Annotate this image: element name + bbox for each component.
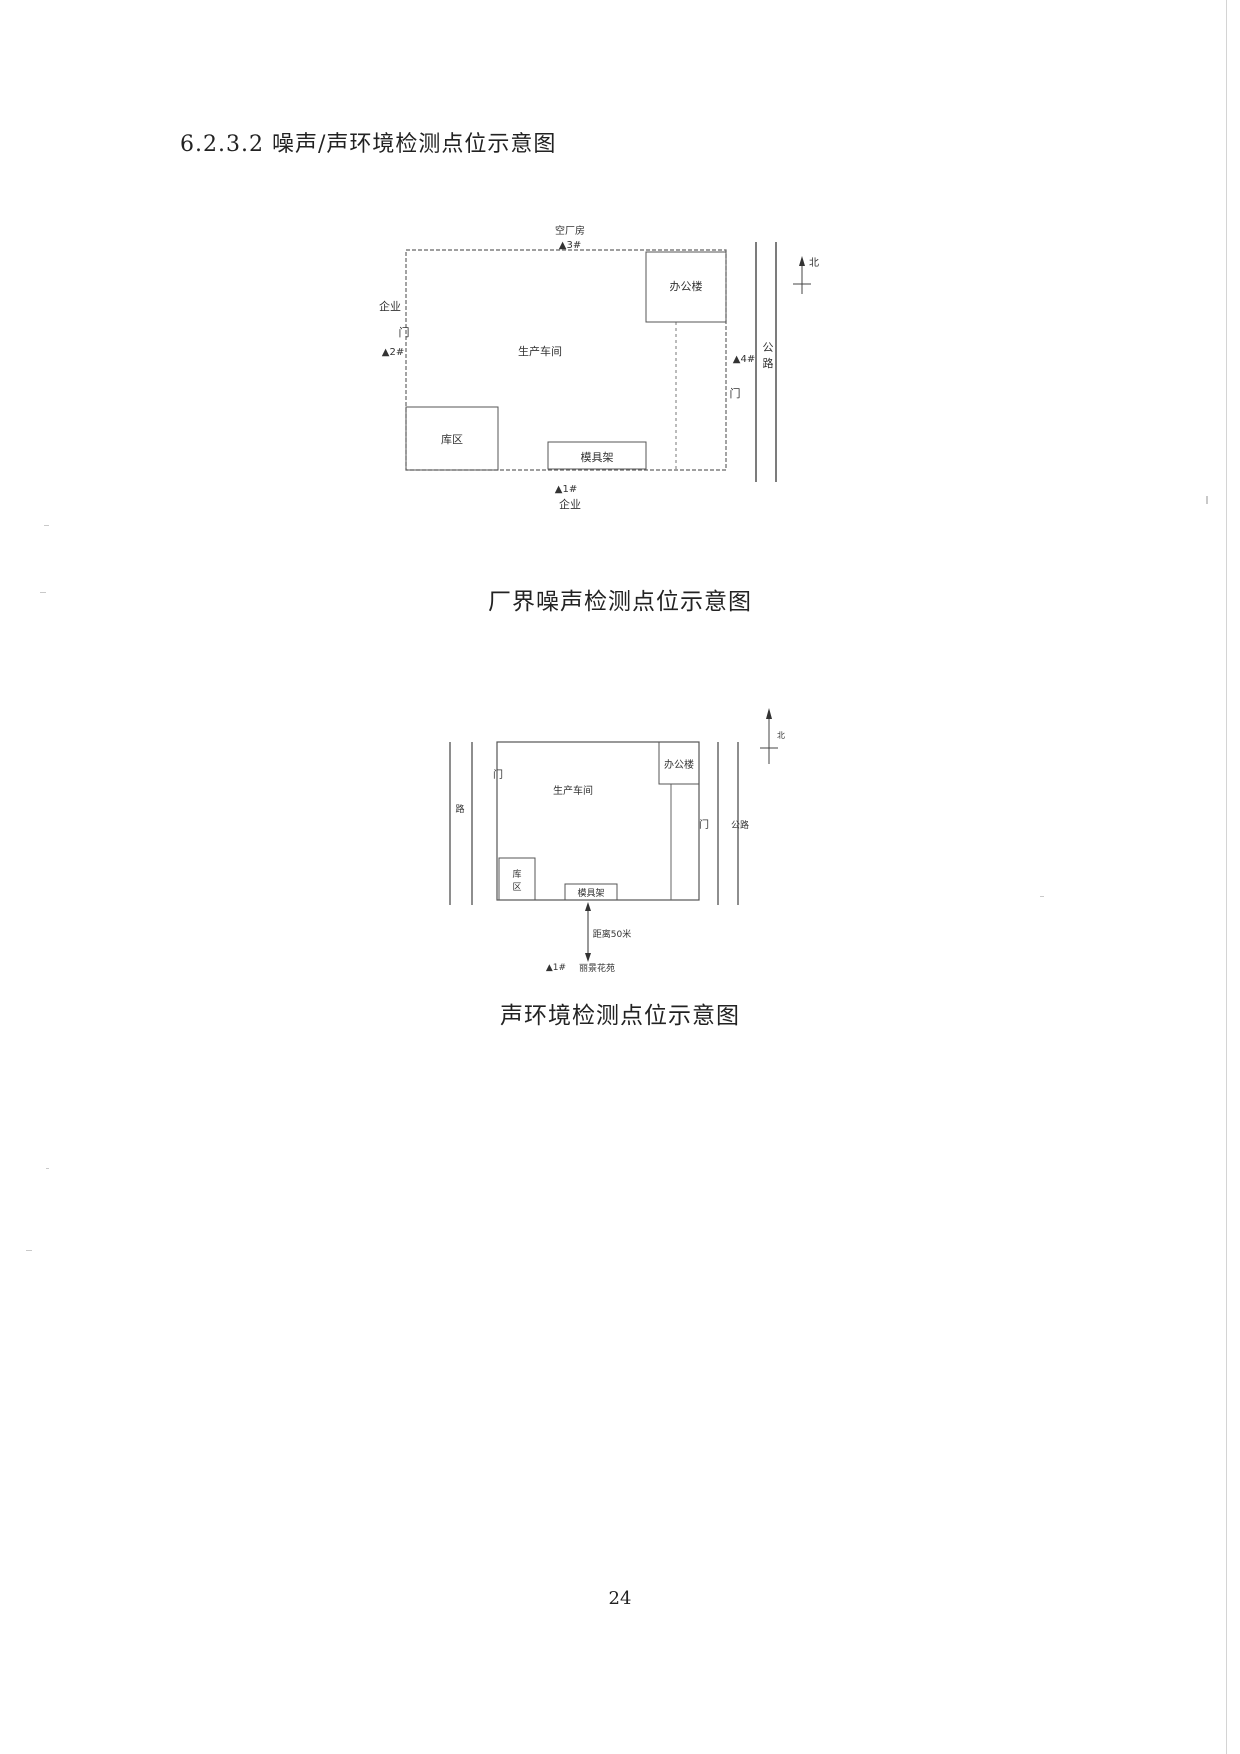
- label-office-2: 办公楼: [664, 758, 694, 771]
- label-road-right: 公路: [731, 819, 749, 831]
- label-top-outside: 空厂房: [555, 224, 585, 237]
- figure-2-acoustic-environment-diagram: 路 门 生产车间 办公楼 库 区 模具架 门 公路 距离50米 ▲1# 丽景花苑…: [449, 708, 785, 974]
- label-warehouse-char-1: 库: [512, 868, 521, 880]
- label-mold-rack: 模具架: [581, 451, 614, 464]
- label-office: 办公楼: [670, 279, 703, 293]
- figure-1-boundary-noise-diagram: 空厂房 ▲3# 企业 门 ▲2# 生产车间 办公楼 库区 模具架 ▲1# 企业 …: [379, 224, 819, 511]
- scan-speck: [44, 525, 49, 526]
- monitoring-point-1: ▲1#: [555, 484, 577, 495]
- label-north: 北: [809, 257, 819, 269]
- plant-boundary: [405, 249, 727, 471]
- scan-speck: [46, 1168, 49, 1169]
- label-garden: 丽景花苑: [579, 962, 615, 974]
- label-workshop-2: 生产车间: [553, 784, 593, 797]
- label-north-2: 北: [777, 731, 785, 740]
- label-workshop: 生产车间: [518, 344, 562, 358]
- label-left-gate-2: 门: [493, 768, 503, 781]
- label-road-char-1: 公: [763, 341, 774, 354]
- figure-1-caption: 厂界噪声检测点位示意图: [488, 589, 752, 615]
- label-right-gate: 门: [730, 386, 741, 400]
- distance-arrow-icon: [585, 902, 591, 962]
- office-building-2: [658, 741, 700, 785]
- label-bottom-outside: 企业: [559, 497, 581, 511]
- monitoring-point-2: ▲2#: [382, 347, 404, 358]
- warehouse-area-2: [498, 857, 536, 901]
- monitoring-point-3: ▲3#: [559, 240, 581, 251]
- label-warehouse: 库区: [441, 433, 463, 446]
- scan-page-edge: [1226, 0, 1227, 1754]
- scan-speck: [40, 592, 46, 593]
- warehouse-area: [405, 406, 499, 471]
- label-road-left: 路: [455, 803, 464, 815]
- label-right-gate-2: 门: [699, 818, 709, 831]
- scan-speck: [1040, 896, 1044, 897]
- mold-rack-2: [564, 883, 618, 901]
- mold-rack: [547, 441, 647, 470]
- label-distance: 距离50米: [593, 928, 631, 940]
- north-arrow-icon: [793, 256, 811, 294]
- label-warehouse-char-2: 区: [512, 882, 521, 893]
- north-arrow-icon-2: [760, 708, 778, 764]
- monitoring-point-4: ▲4#: [733, 354, 755, 365]
- label-left-outside: 企业: [379, 299, 401, 313]
- page-number: 24: [608, 1588, 632, 1609]
- section-heading: 6.2.3.2 噪声/声环境检测点位示意图: [180, 132, 557, 157]
- monitoring-point-1-garden: ▲1#: [546, 963, 566, 973]
- scan-speck: [26, 1250, 32, 1251]
- label-mold-rack-2: 模具架: [577, 888, 604, 899]
- scan-speck: [1206, 496, 1208, 504]
- figure-2-caption: 声环境检测点位示意图: [500, 1003, 740, 1029]
- label-road-char-2: 路: [763, 357, 774, 370]
- office-building: [645, 251, 727, 323]
- label-left-gate: 门: [399, 325, 410, 339]
